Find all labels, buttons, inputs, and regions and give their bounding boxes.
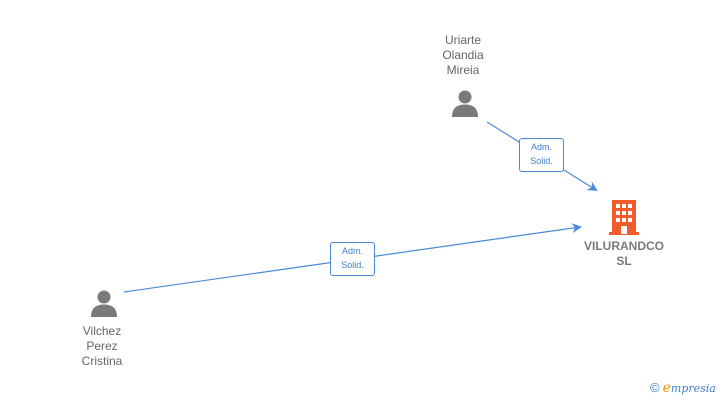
person-icon[interactable] (450, 88, 480, 118)
person-icon[interactable] (89, 288, 119, 318)
name-line: Perez (86, 339, 118, 353)
name-line: Mireia (446, 63, 480, 77)
name-line: Cristina (81, 354, 123, 368)
person-name-vilchez[interactable]: Vilchez Perez Cristina (62, 324, 142, 369)
edge-label-role: Adm. Solid. (330, 242, 375, 276)
name-line: Uriarte (444, 33, 481, 47)
building-icon[interactable] (609, 199, 639, 235)
edge-label-line: Adm. (341, 246, 363, 256)
brand-initial: e (662, 380, 671, 396)
person-name-uriarte[interactable]: Uriarte Olandia Mireia (423, 33, 503, 78)
company-name-line: VILURANDCO (584, 239, 664, 253)
name-line: Olandia (442, 48, 484, 62)
edge-label-role: Adm. Solid. (519, 138, 564, 172)
edge-label-line: Solid. (530, 156, 553, 166)
empresia-brand[interactable]: ©empresia (650, 380, 716, 396)
edge-label-line: Adm. (530, 142, 552, 152)
company-name-line: SL (616, 254, 632, 268)
company-name-vilurandco[interactable]: VILURANDCO SL (569, 239, 679, 269)
name-line: Vilchez (82, 324, 122, 338)
brand-name: mpresia (670, 382, 716, 395)
copyright-icon: © (650, 380, 660, 395)
edge-label-line: Solid. (341, 260, 364, 270)
